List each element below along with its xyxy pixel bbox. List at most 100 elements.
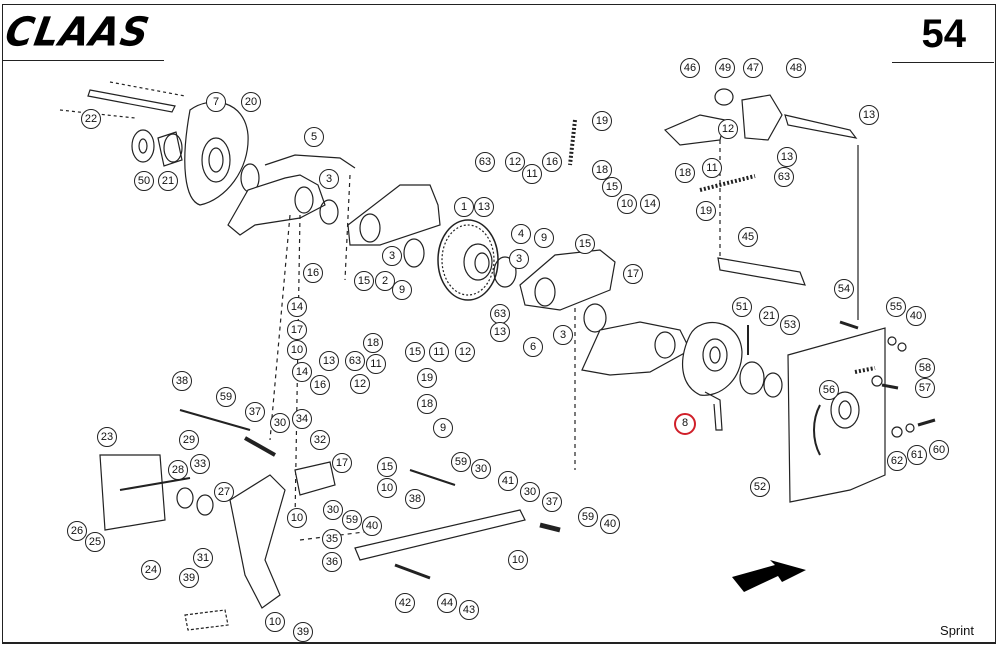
callout-part-48[interactable]: 48 — [786, 58, 806, 78]
callout-part-16[interactable]: 16 — [303, 263, 323, 283]
callout-part-18[interactable]: 18 — [417, 394, 437, 414]
callout-part-5[interactable]: 5 — [304, 127, 324, 147]
callout-part-17[interactable]: 17 — [623, 264, 643, 284]
callout-part-3[interactable]: 3 — [319, 169, 339, 189]
callout-part-12[interactable]: 12 — [505, 152, 525, 172]
callout-part-30[interactable]: 30 — [471, 459, 491, 479]
callout-part-53[interactable]: 53 — [780, 315, 800, 335]
callout-part-39[interactable]: 39 — [179, 568, 199, 588]
callout-part-8-highlighted[interactable]: 8 — [674, 413, 696, 435]
callout-part-27[interactable]: 27 — [214, 482, 234, 502]
callout-part-18[interactable]: 18 — [363, 333, 383, 353]
callout-part-45[interactable]: 45 — [738, 227, 758, 247]
callout-part-63[interactable]: 63 — [490, 304, 510, 324]
callout-part-54[interactable]: 54 — [834, 279, 854, 299]
callout-part-40[interactable]: 40 — [362, 516, 382, 536]
callout-part-30[interactable]: 30 — [270, 413, 290, 433]
callout-part-10[interactable]: 10 — [287, 508, 307, 528]
callout-part-3[interactable]: 3 — [553, 325, 573, 345]
callout-part-19[interactable]: 19 — [417, 368, 437, 388]
callout-part-9[interactable]: 9 — [534, 228, 554, 248]
callout-part-6[interactable]: 6 — [523, 337, 543, 357]
callout-part-24[interactable]: 24 — [141, 560, 161, 580]
callout-part-25[interactable]: 25 — [85, 532, 105, 552]
callout-part-10[interactable]: 10 — [377, 478, 397, 498]
callout-part-23[interactable]: 23 — [97, 427, 117, 447]
callout-part-49[interactable]: 49 — [715, 58, 735, 78]
callout-part-15[interactable]: 15 — [602, 177, 622, 197]
callout-part-31[interactable]: 31 — [193, 548, 213, 568]
callout-part-14[interactable]: 14 — [640, 194, 660, 214]
callout-part-41[interactable]: 41 — [498, 471, 518, 491]
callout-part-59[interactable]: 59 — [216, 387, 236, 407]
callout-part-61[interactable]: 61 — [907, 445, 927, 465]
callout-part-18[interactable]: 18 — [592, 160, 612, 180]
callout-part-35[interactable]: 35 — [322, 529, 342, 549]
callout-part-15[interactable]: 15 — [405, 342, 425, 362]
callout-part-12[interactable]: 12 — [350, 374, 370, 394]
callout-part-10[interactable]: 10 — [287, 340, 307, 360]
callout-part-52[interactable]: 52 — [750, 477, 770, 497]
callout-part-9[interactable]: 9 — [433, 418, 453, 438]
callout-part-39[interactable]: 39 — [293, 622, 313, 642]
callout-part-11[interactable]: 11 — [366, 354, 386, 374]
callout-part-63[interactable]: 63 — [774, 167, 794, 187]
callout-part-11[interactable]: 11 — [429, 342, 449, 362]
callout-part-19[interactable]: 19 — [592, 111, 612, 131]
callout-part-40[interactable]: 40 — [600, 514, 620, 534]
callout-part-20[interactable]: 20 — [241, 92, 261, 112]
callout-part-13[interactable]: 13 — [319, 351, 339, 371]
callout-part-13[interactable]: 13 — [490, 322, 510, 342]
callout-part-43[interactable]: 43 — [459, 600, 479, 620]
callout-part-11[interactable]: 11 — [702, 158, 722, 178]
callout-part-30[interactable]: 30 — [520, 482, 540, 502]
callout-part-1[interactable]: 1 — [454, 197, 474, 217]
callout-part-21[interactable]: 21 — [759, 306, 779, 326]
callout-part-28[interactable]: 28 — [168, 460, 188, 480]
callout-part-10[interactable]: 10 — [508, 550, 528, 570]
callout-part-59[interactable]: 59 — [342, 510, 362, 530]
callout-part-4[interactable]: 4 — [511, 224, 531, 244]
callout-part-2[interactable]: 2 — [375, 271, 395, 291]
callout-part-42[interactable]: 42 — [395, 593, 415, 613]
callout-part-30[interactable]: 30 — [323, 500, 343, 520]
callout-part-3[interactable]: 3 — [509, 249, 529, 269]
callout-part-12[interactable]: 12 — [455, 342, 475, 362]
callout-part-17[interactable]: 17 — [332, 453, 352, 473]
callout-part-17[interactable]: 17 — [287, 320, 307, 340]
callout-part-14[interactable]: 14 — [287, 297, 307, 317]
callout-part-14[interactable]: 14 — [292, 362, 312, 382]
callout-part-10[interactable]: 10 — [265, 612, 285, 632]
callout-part-15[interactable]: 15 — [354, 271, 374, 291]
callout-part-51[interactable]: 51 — [732, 297, 752, 317]
callout-part-9[interactable]: 9 — [392, 280, 412, 300]
callout-part-56[interactable]: 56 — [819, 380, 839, 400]
callout-part-63[interactable]: 63 — [475, 152, 495, 172]
callout-part-37[interactable]: 37 — [245, 402, 265, 422]
callout-part-13[interactable]: 13 — [474, 197, 494, 217]
callout-part-46[interactable]: 46 — [680, 58, 700, 78]
callout-part-37[interactable]: 37 — [542, 492, 562, 512]
callout-part-21[interactable]: 21 — [158, 171, 178, 191]
callout-part-50[interactable]: 50 — [134, 171, 154, 191]
callout-part-44[interactable]: 44 — [437, 593, 457, 613]
callout-part-22[interactable]: 22 — [81, 109, 101, 129]
callout-part-16[interactable]: 16 — [542, 152, 562, 172]
callout-part-32[interactable]: 32 — [310, 430, 330, 450]
callout-part-7[interactable]: 7 — [206, 92, 226, 112]
callout-part-38[interactable]: 38 — [172, 371, 192, 391]
callout-part-29[interactable]: 29 — [179, 430, 199, 450]
callout-part-34[interactable]: 34 — [292, 409, 312, 429]
callout-part-16[interactable]: 16 — [310, 375, 330, 395]
callout-part-10[interactable]: 10 — [617, 194, 637, 214]
callout-part-12[interactable]: 12 — [718, 119, 738, 139]
callout-part-3[interactable]: 3 — [382, 246, 402, 266]
callout-part-59[interactable]: 59 — [451, 452, 471, 472]
callout-part-59[interactable]: 59 — [578, 507, 598, 527]
callout-part-57[interactable]: 57 — [915, 378, 935, 398]
callout-part-36[interactable]: 36 — [322, 552, 342, 572]
callout-part-58[interactable]: 58 — [915, 358, 935, 378]
callout-part-60[interactable]: 60 — [929, 440, 949, 460]
callout-part-55[interactable]: 55 — [886, 297, 906, 317]
callout-part-13[interactable]: 13 — [859, 105, 879, 125]
